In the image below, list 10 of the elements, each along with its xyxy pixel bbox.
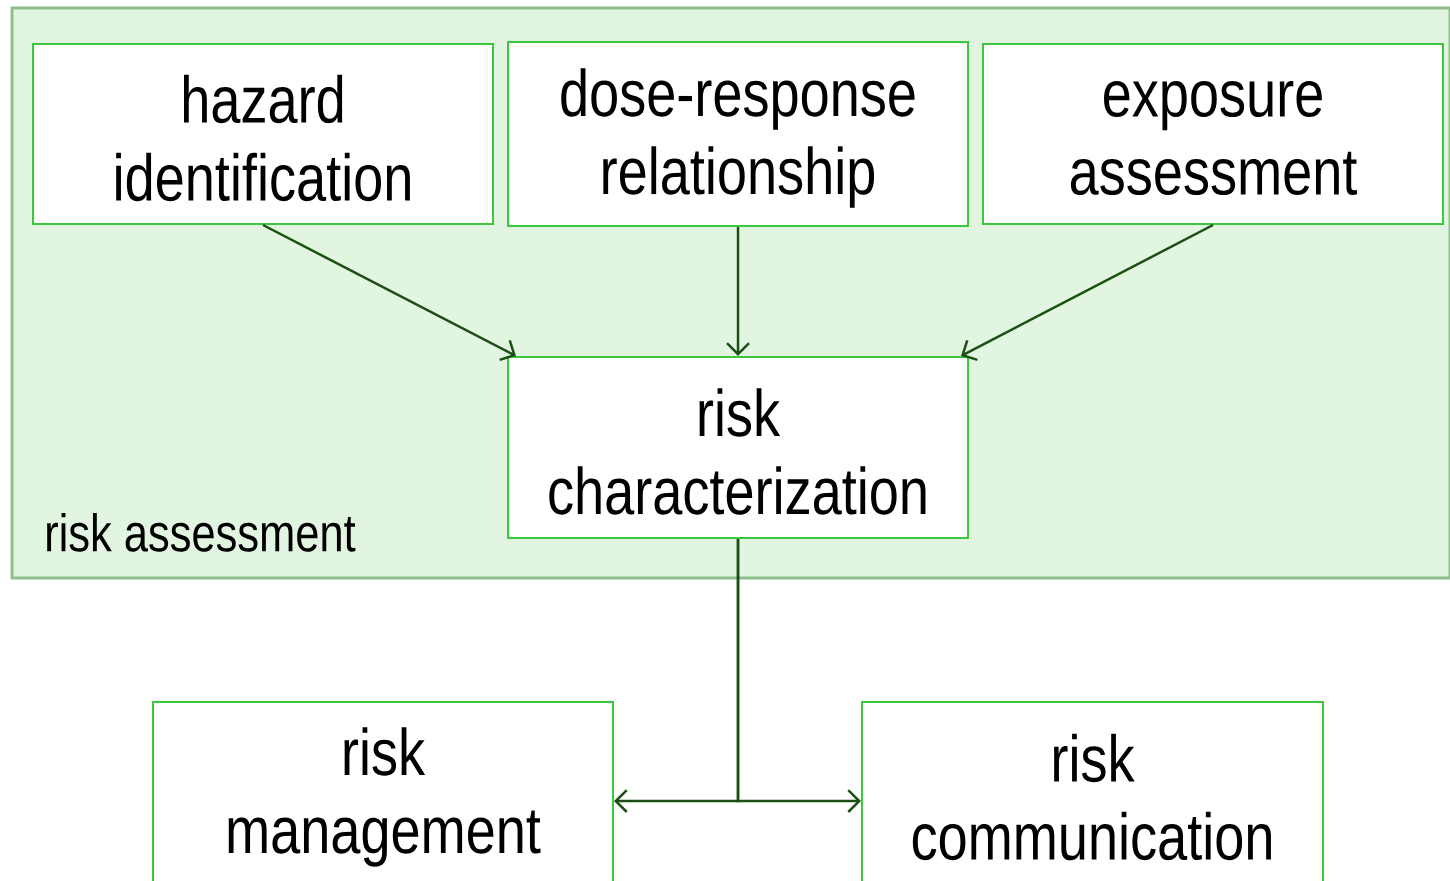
process-box: risk communication	[861, 701, 1324, 881]
arrow	[736, 539, 861, 813]
process-box: dose-response relationship	[507, 41, 969, 227]
process-box: exposure assessment	[982, 43, 1444, 225]
arrow	[726, 227, 750, 356]
arrow	[961, 223, 1214, 362]
arrow	[262, 223, 516, 362]
process-box: risk characterization	[507, 356, 969, 539]
process-box: hazard identification	[32, 43, 494, 225]
process-box: risk management	[152, 701, 614, 881]
